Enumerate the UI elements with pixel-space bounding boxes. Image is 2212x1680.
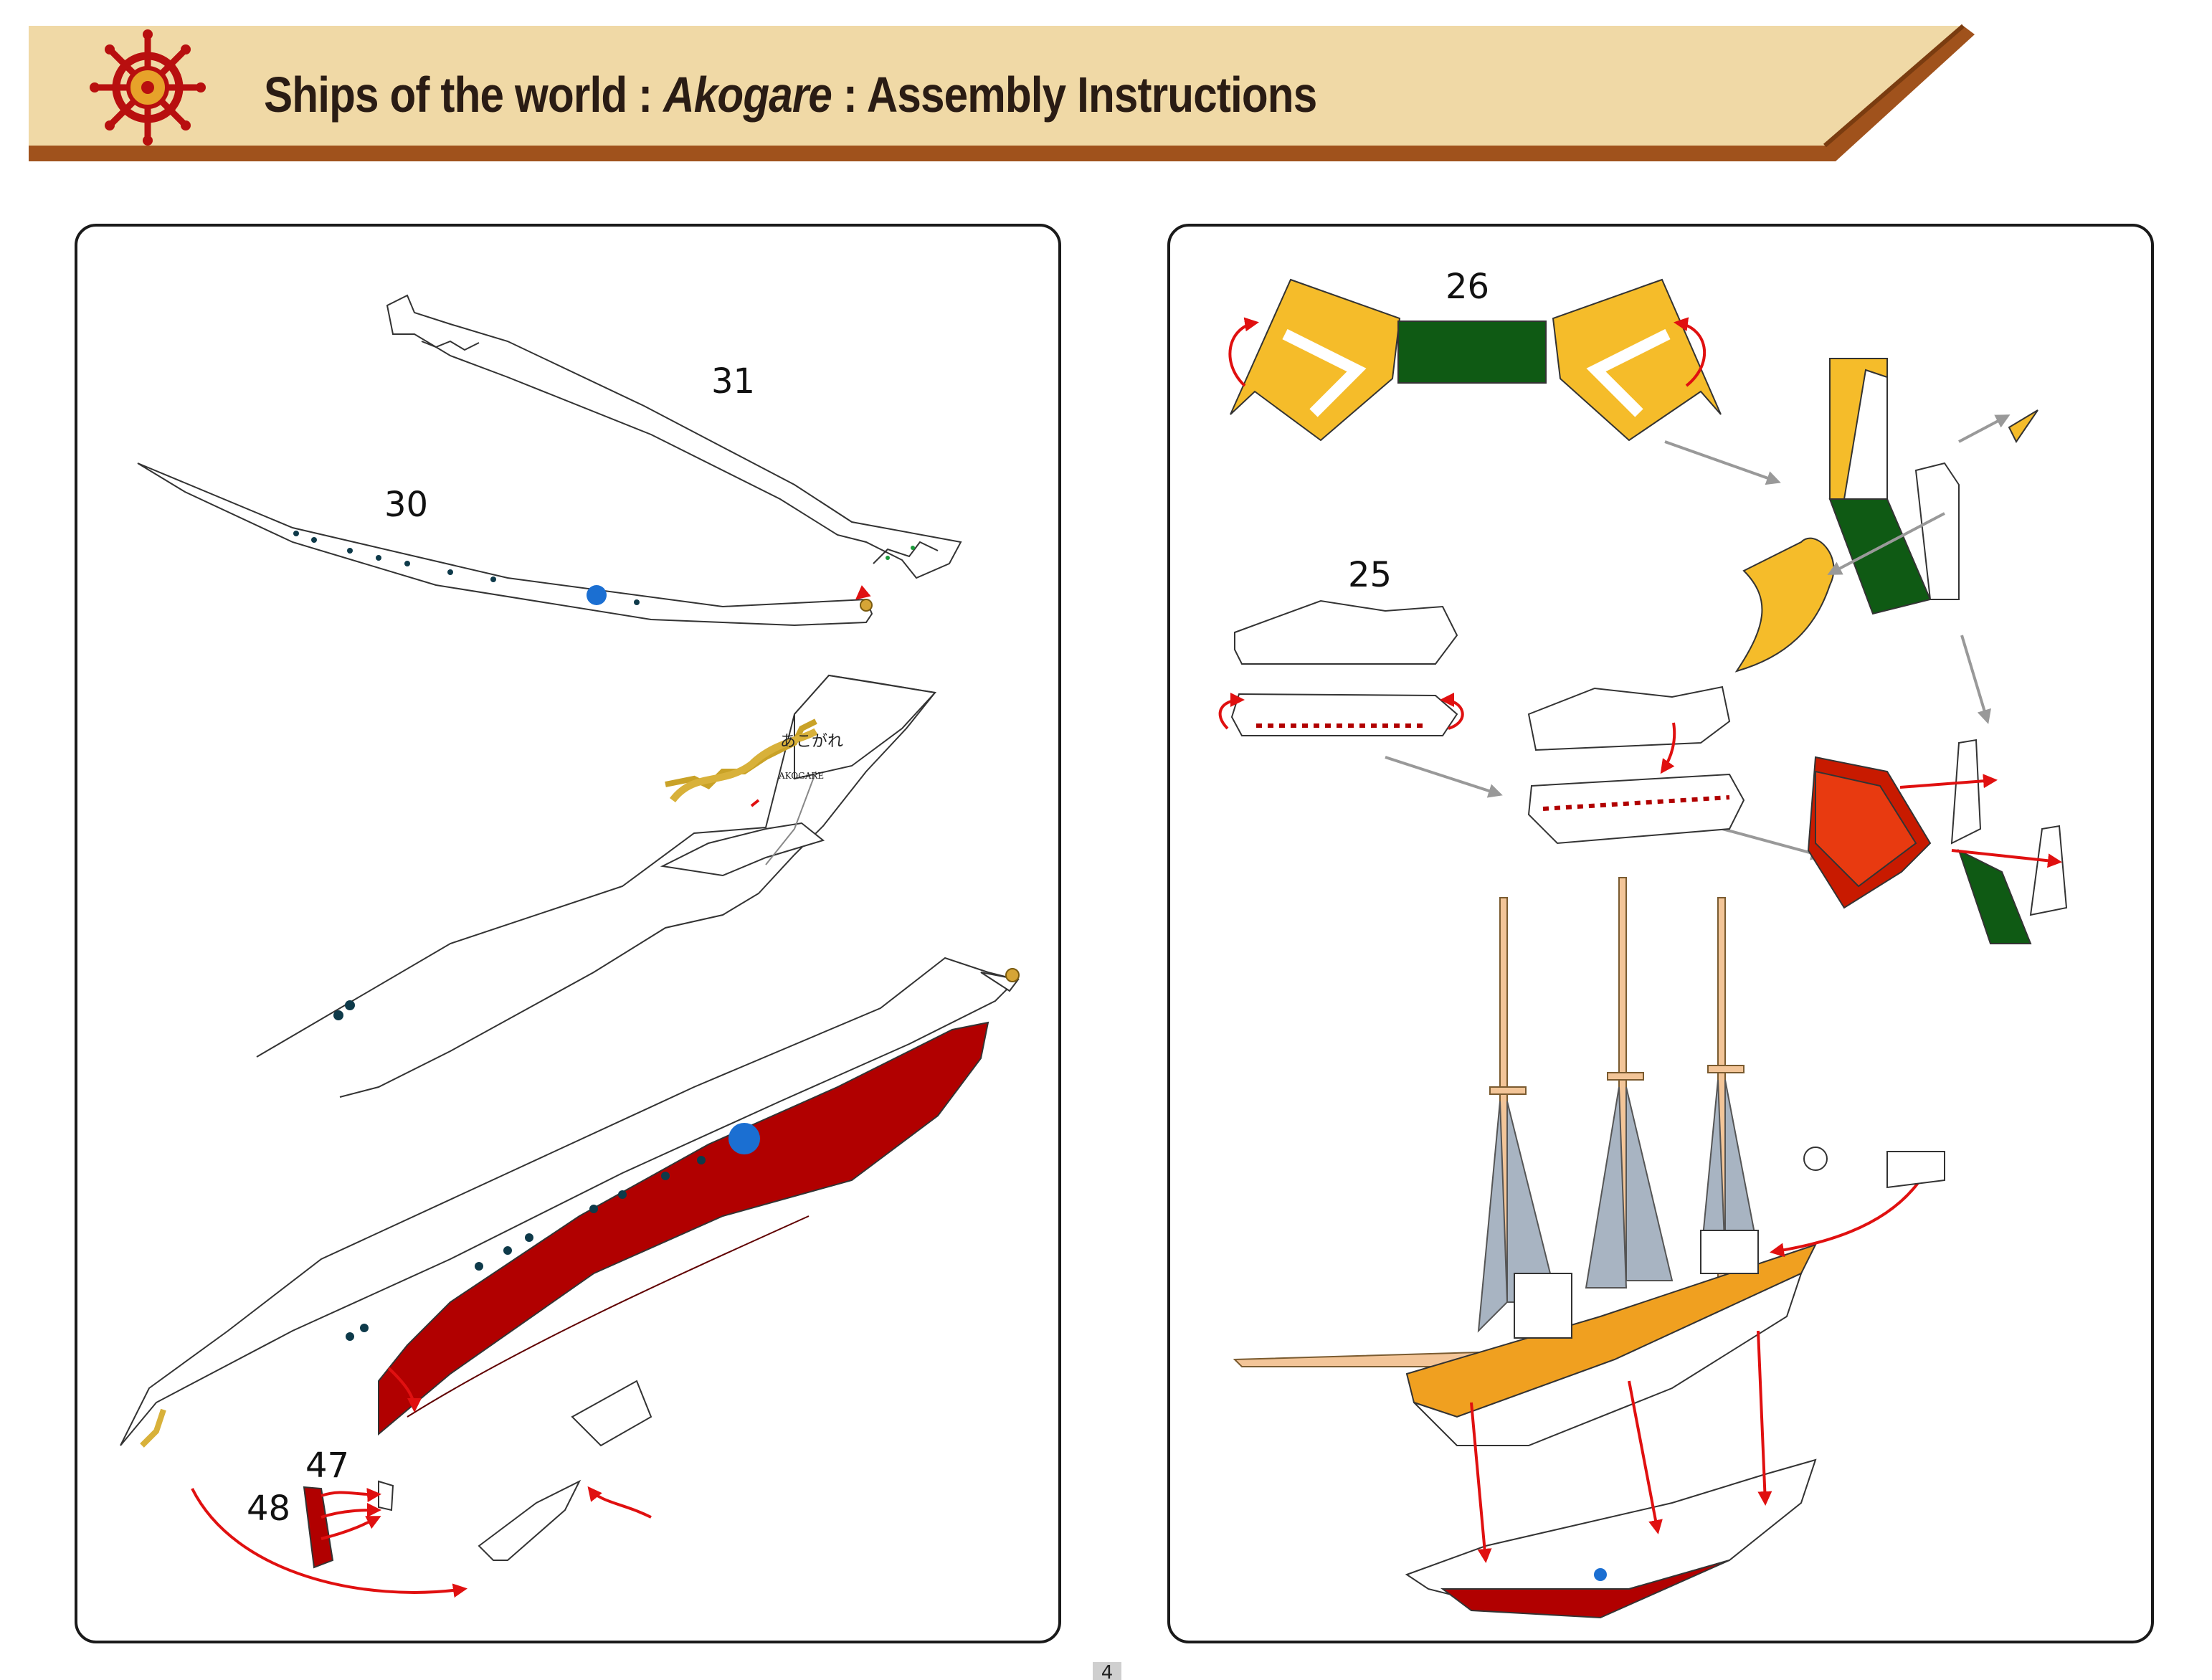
gray-arrows-right [1385, 414, 2011, 860]
right-diagram [1218, 278, 2068, 1619]
left-diagram: あこがれ AKOGARE [120, 294, 1020, 1598]
part-label-30: 30 [384, 485, 429, 525]
page-number: 4 [1093, 1662, 1121, 1680]
left-instruction-panel: あこがれ AKOGARE [75, 224, 1061, 1643]
page-title: Ships of the world : Akogare : Assembly … [264, 66, 1317, 123]
small-davit-piece [1886, 1151, 1945, 1189]
fold-arrows-25 [1218, 693, 1464, 730]
part-30-side-strip [137, 462, 873, 627]
part-label-25: 25 [1348, 555, 1392, 595]
part-label-26: 26 [1446, 267, 1490, 307]
bow-name-latin: AKOGARE [778, 771, 824, 781]
header-banner: Ships of the world : Akogare : Assembly … [0, 0, 2212, 172]
ship-hull-deck [1405, 1147, 1828, 1446]
ship-assembly-arrows [1470, 1174, 1924, 1563]
hull-assembly [120, 957, 1020, 1448]
part-label-47: 47 [305, 1446, 350, 1486]
bow-name-japanese: あこがれ [780, 733, 843, 751]
title-ship-name: Akogare [663, 67, 832, 123]
header-band [29, 24, 1975, 161]
seat-assembled [1734, 358, 2038, 673]
part-bow-piece: あこがれ AKOGARE [256, 674, 936, 1098]
assembly-arrows-left [191, 1367, 652, 1598]
part-31-upper-rail [386, 294, 962, 579]
parts-47-48 [303, 1380, 652, 1569]
fold-arrows-26 [1228, 317, 1707, 387]
title-suffix: : Assembly Instructions [832, 67, 1317, 123]
lifeboat-and-davits [1807, 739, 2068, 944]
part-25-lifeboat-flat [1230, 599, 1458, 736]
ship-wheel-icon [90, 29, 206, 146]
ship-rigging [1477, 1079, 1760, 1333]
ship-lower-hull [1405, 1458, 1817, 1619]
davit-arrows [1899, 774, 2062, 868]
title-prefix: Ships of the world : [264, 67, 664, 123]
lifeboat-half-assembled [1527, 685, 1745, 845]
part-label-31: 31 [711, 361, 756, 402]
right-instruction-panel: 26 25 [1167, 224, 2154, 1643]
part-label-48: 48 [247, 1489, 291, 1529]
